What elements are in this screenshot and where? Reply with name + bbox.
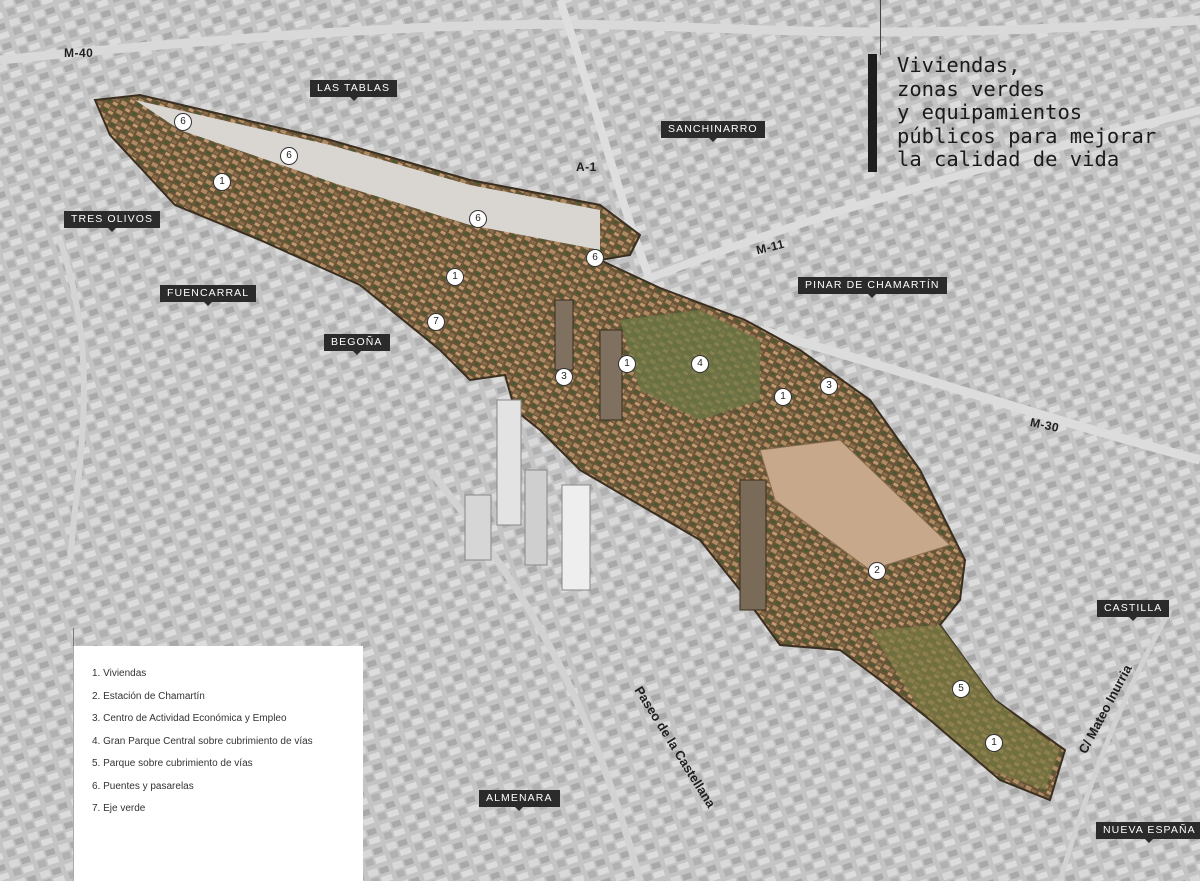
legend-item: 2. Estación de Chamartín <box>92 690 205 702</box>
label-tres-olivos: TRES OLIVOS <box>64 211 161 232</box>
legend-item: 3. Centro de Actividad Económica y Emple… <box>92 713 287 724</box>
new-tower-3 <box>554 299 574 371</box>
label-castilla: CASTILLA <box>1097 600 1170 621</box>
title-line: públicos para mejorar <box>897 123 1157 148</box>
legend-item: 4. Gran Parque Central sobre cubrimiento… <box>92 735 313 747</box>
title-block: Viviendas, zonas verdes y equipamientos … <box>868 53 1200 172</box>
road-mateo-inurria <box>1057 608 1173 881</box>
label-las-tablas: LAS TABLAS <box>310 80 398 101</box>
marker-business-center[interactable]: 3 <box>555 368 573 386</box>
marker-housing[interactable]: 1 <box>213 173 231 191</box>
legend-item: 1. Viviendas <box>92 668 147 679</box>
marker-central-park[interactable]: 4 <box>691 355 709 373</box>
title-line: la calidad de vida <box>897 147 1120 171</box>
label-sanchinarro: SANCHINARRO <box>661 121 765 142</box>
tower-1 <box>496 399 522 526</box>
legend-rule <box>73 628 74 646</box>
label-begona: BEGOÑA <box>324 334 390 355</box>
road-castellana <box>427 467 644 881</box>
label-nueva-espana: NUEVA ESPAÑA <box>1096 822 1200 843</box>
title-rule <box>880 0 881 55</box>
development-area <box>93 93 1067 802</box>
marker-station[interactable]: 2 <box>868 562 886 580</box>
new-tower-1 <box>739 479 767 611</box>
title-line: zonas verdes <box>897 76 1046 101</box>
marker-housing[interactable]: 1 <box>985 734 1003 752</box>
legend-item: 7. Eje verde <box>92 803 146 814</box>
label-fuencarral: FUENCARRAL <box>160 285 257 306</box>
label-pinar-de-chamartin: PINAR DE CHAMARTÍN <box>798 277 947 298</box>
marker-park[interactable]: 5 <box>952 680 970 698</box>
legend-item: 5. Parque sobre cubrimiento de vías <box>92 758 253 769</box>
central-park <box>620 310 760 420</box>
legend-panel: 1. Viviendas 2. Estación de Chamartín 3.… <box>73 646 363 881</box>
road-m11 <box>618 106 1200 294</box>
marker-bridge[interactable]: 6 <box>174 113 192 131</box>
legend-item: 6. Puentes y pasarelas <box>92 780 194 792</box>
tower-2 <box>524 469 548 566</box>
road-a1 <box>556 0 654 282</box>
legend-list: 1. Viviendas 2. Estación de Chamartín 3.… <box>74 646 363 814</box>
road-west <box>57 239 87 561</box>
marker-housing[interactable]: 1 <box>446 268 464 286</box>
south-park <box>870 625 1060 790</box>
tower-3 <box>561 484 591 591</box>
title-line: Viviendas, <box>897 53 1021 77</box>
label-a1: A-1 <box>576 160 597 174</box>
marker-bridge[interactable]: 6 <box>586 249 604 267</box>
marker-housing[interactable]: 1 <box>774 388 792 406</box>
marker-housing[interactable]: 1 <box>618 355 636 373</box>
marker-bridge[interactable]: 6 <box>280 147 298 165</box>
label-almenara: ALMENARA <box>479 790 560 811</box>
road-m30 <box>758 325 1200 465</box>
road-m40 <box>0 15 1200 65</box>
station-roof <box>759 439 951 571</box>
marker-bridge[interactable]: 6 <box>469 210 487 228</box>
marker-green-axis[interactable]: 7 <box>427 313 445 331</box>
marker-business-center[interactable]: 3 <box>820 377 838 395</box>
title-line: y equipamientos <box>897 100 1083 124</box>
new-tower-2 <box>599 329 623 421</box>
tower-4 <box>464 494 492 561</box>
label-m40: M-40 <box>64 46 94 60</box>
